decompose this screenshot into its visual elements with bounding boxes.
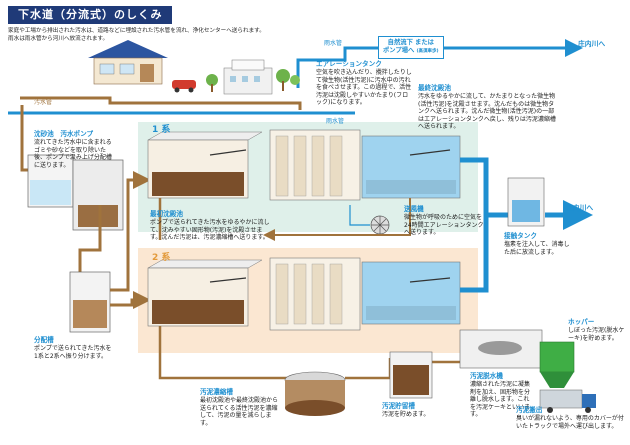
factory-icon — [223, 59, 273, 95]
aeration-title: エアレーションタンク — [316, 60, 382, 68]
thickener-title: 汚泥濃縮槽 — [200, 388, 233, 396]
dewatering-machine — [459, 329, 543, 369]
final-title: 最終沈殿池 — [418, 84, 451, 92]
chlorination-desc: 塩素を注入して、消毒した后に放流します。 — [504, 241, 570, 256]
final-tank-2 — [361, 261, 461, 325]
system2-label: 2 系 — [152, 253, 171, 263]
rain-pipe-top-label: 雨水管 — [324, 40, 343, 47]
pump-title: 汚水ポンプ — [60, 130, 94, 138]
primary-tank-1 — [147, 131, 263, 199]
primary-tank-2 — [147, 259, 263, 327]
hopper — [539, 341, 575, 388]
house-icon — [88, 40, 168, 85]
final-desc: 汚水をゆるやかに流して、かたまりとなった微生物(活性汚泥)を沈殿させます。沈んだ… — [418, 93, 556, 130]
rain-pipe-main-label: 雨水管 — [326, 118, 345, 125]
grit-label: 沈砂池 汚水ポンプ 流れてきた汚水中に含まれるゴミや砂などを取り除いた後、ポンプ… — [34, 130, 114, 169]
storage-label: 汚泥貯留槽 汚泥を貯めます。 — [382, 402, 442, 419]
thickener-tank — [284, 371, 346, 416]
outfall-line1: 自然流下 または — [387, 39, 434, 46]
blower-desc: 微生物が呼吸のために空気を24時間エアレーションタンクへ送ります。 — [404, 214, 484, 236]
pump-line — [78, 205, 102, 272]
intro-text: 家庭や工場から排出された汚水は、道路などに埋設された汚水管を流れ、浄化センターへ… — [8, 27, 308, 43]
outfall-box: 自然流下 または ポンプ場へ (高須車歩) — [378, 36, 444, 59]
primary-title: 最初沈殿池 — [150, 210, 183, 218]
page-title: 下水道（分流式）のしくみ — [8, 6, 173, 24]
outfall-line2: ポンプ場へ (高須車歩) — [383, 47, 439, 56]
storage-title: 汚泥貯留槽 — [382, 402, 415, 410]
sewage-pipe — [20, 96, 302, 110]
aeration-tank-2 — [269, 257, 361, 331]
car-icon — [172, 80, 196, 93]
grit-desc: 流れてきた汚水中に含まれるゴミや砂などを取り除いた後、ポンプで汲み上げ分配槽に送… — [34, 139, 112, 169]
grit-chamber — [27, 154, 124, 231]
storage-tank — [389, 351, 433, 399]
export-title: 汚泥搬出 — [516, 406, 543, 414]
outfall-note: (高須車歩) — [416, 49, 439, 54]
aeration-tank-1 — [269, 129, 361, 201]
rain-pipe-top — [296, 39, 583, 88]
distributor-label: 分配槽 ポンプで送られてきた汚水を1系と2系へ振り分けます。 — [34, 336, 112, 360]
dewater-desc: 濃縮された汚泥に凝集剤を加え、固形物を分離し脱水します。これを汚泥ケーキといいま… — [470, 381, 531, 418]
dist-to-s2 — [110, 291, 151, 309]
dist-to-s1 — [110, 171, 151, 292]
truck-icon — [539, 389, 596, 413]
air-line — [349, 205, 370, 226]
sewage-drop — [20, 105, 28, 172]
final-tank-1 — [361, 135, 461, 199]
dewater-label: 汚泥脱水機 濃縮された汚泥に凝集剤を加え、固形物を分離し脱水します。これを汚泥ケ… — [470, 372, 534, 419]
primary-desc: ポンプで送られてきた汚水をゆるやかに流して、沈みやすい固形物(汚泥)を沈殿させま… — [150, 219, 270, 241]
tree-icons — [206, 69, 300, 92]
intro-line-1: 家庭や工場から排出された汚水は、道路などに埋設された汚水管を流れ、浄化センターへ… — [8, 28, 265, 34]
thickener-label: 汚泥濃縮槽 最初沈殿池や最終沈殿池から送られてくる活性汚泥を濃縮して、汚泥の量を… — [200, 388, 282, 427]
export-desc: 臭いが漏れないよう、専用のカバーが付いたトラックで場外へ運び出します。 — [516, 415, 624, 430]
primary-label: 最初沈殿池 ポンプで送られてきた汚水をゆるやかに流して、沈みやすい固形物(汚泥)… — [150, 210, 272, 242]
distributor-desc: ポンプで送られてきた汚水を1系と2系へ振り分けます。 — [34, 345, 112, 360]
hopper-label: ホッパー しぼった汚泥(脱水ケーキ)を貯めます。 — [568, 318, 626, 342]
sludge-to-storage — [345, 358, 392, 380]
chlorination-title: 接触タンク — [504, 232, 537, 240]
treated-water-flow — [460, 157, 520, 293]
sewage-pipe-label: 汚水管 — [34, 99, 53, 106]
hopper-desc: しぼった汚泥(脱水ケーキ)を貯めます。 — [568, 327, 625, 342]
storage-desc: 汚泥を貯めます。 — [382, 411, 430, 418]
dewater-title: 汚泥脱水機 — [470, 372, 503, 380]
blower-label: 送風機 微生物が呼吸のために空気を24時間エアレーションタンクへ送ります。 — [404, 205, 488, 237]
chlorination-label: 接触タンク 塩素を注入して、消毒した后に放流します。 — [504, 232, 574, 256]
intro-line-2: 雨水は雨水管から河川へ放流されます。 — [8, 36, 109, 42]
aeration-label: エアレーションタンク 空気を吹き込んだり、攪拌したりして微生物(活性汚泥)に汚水… — [316, 60, 412, 107]
river-label-2: 庄内川へ — [566, 204, 594, 212]
blower-icon — [370, 215, 390, 235]
river-label-1: 庄内川へ — [578, 40, 606, 48]
export-label: 汚泥搬出 臭いが漏れないよう、専用のカバーが付いたトラックで場外へ運び出します。 — [516, 406, 628, 430]
aeration-desc: 空気を吹き込んだり、攪拌したりして微生物(活性汚泥)に汚水中の汚れを食べさせます… — [316, 69, 412, 106]
distributor-title: 分配槽 — [34, 336, 54, 344]
hopper-title: ホッパー — [568, 318, 595, 326]
thickener-desc: 最初沈殿池や最終沈殿池から送られてくる活性汚泥を濃縮して、汚泥の量を減らします。 — [200, 397, 279, 427]
sludge-line — [158, 198, 290, 380]
blower-title: 送風機 — [404, 205, 424, 213]
grit-title: 沈砂池 — [34, 130, 54, 138]
system1-label: 1 系 — [152, 125, 171, 135]
chlorination-tank — [507, 177, 545, 227]
outfall-line2-text: ポンプ場へ — [383, 47, 415, 54]
return-sludge — [263, 198, 411, 241]
distributor-tank — [69, 271, 111, 333]
final-label: 最終沈殿池 汚水をゆるやかに流して、かたまりとなった微生物(活性汚泥)を沈殿させ… — [418, 84, 558, 131]
